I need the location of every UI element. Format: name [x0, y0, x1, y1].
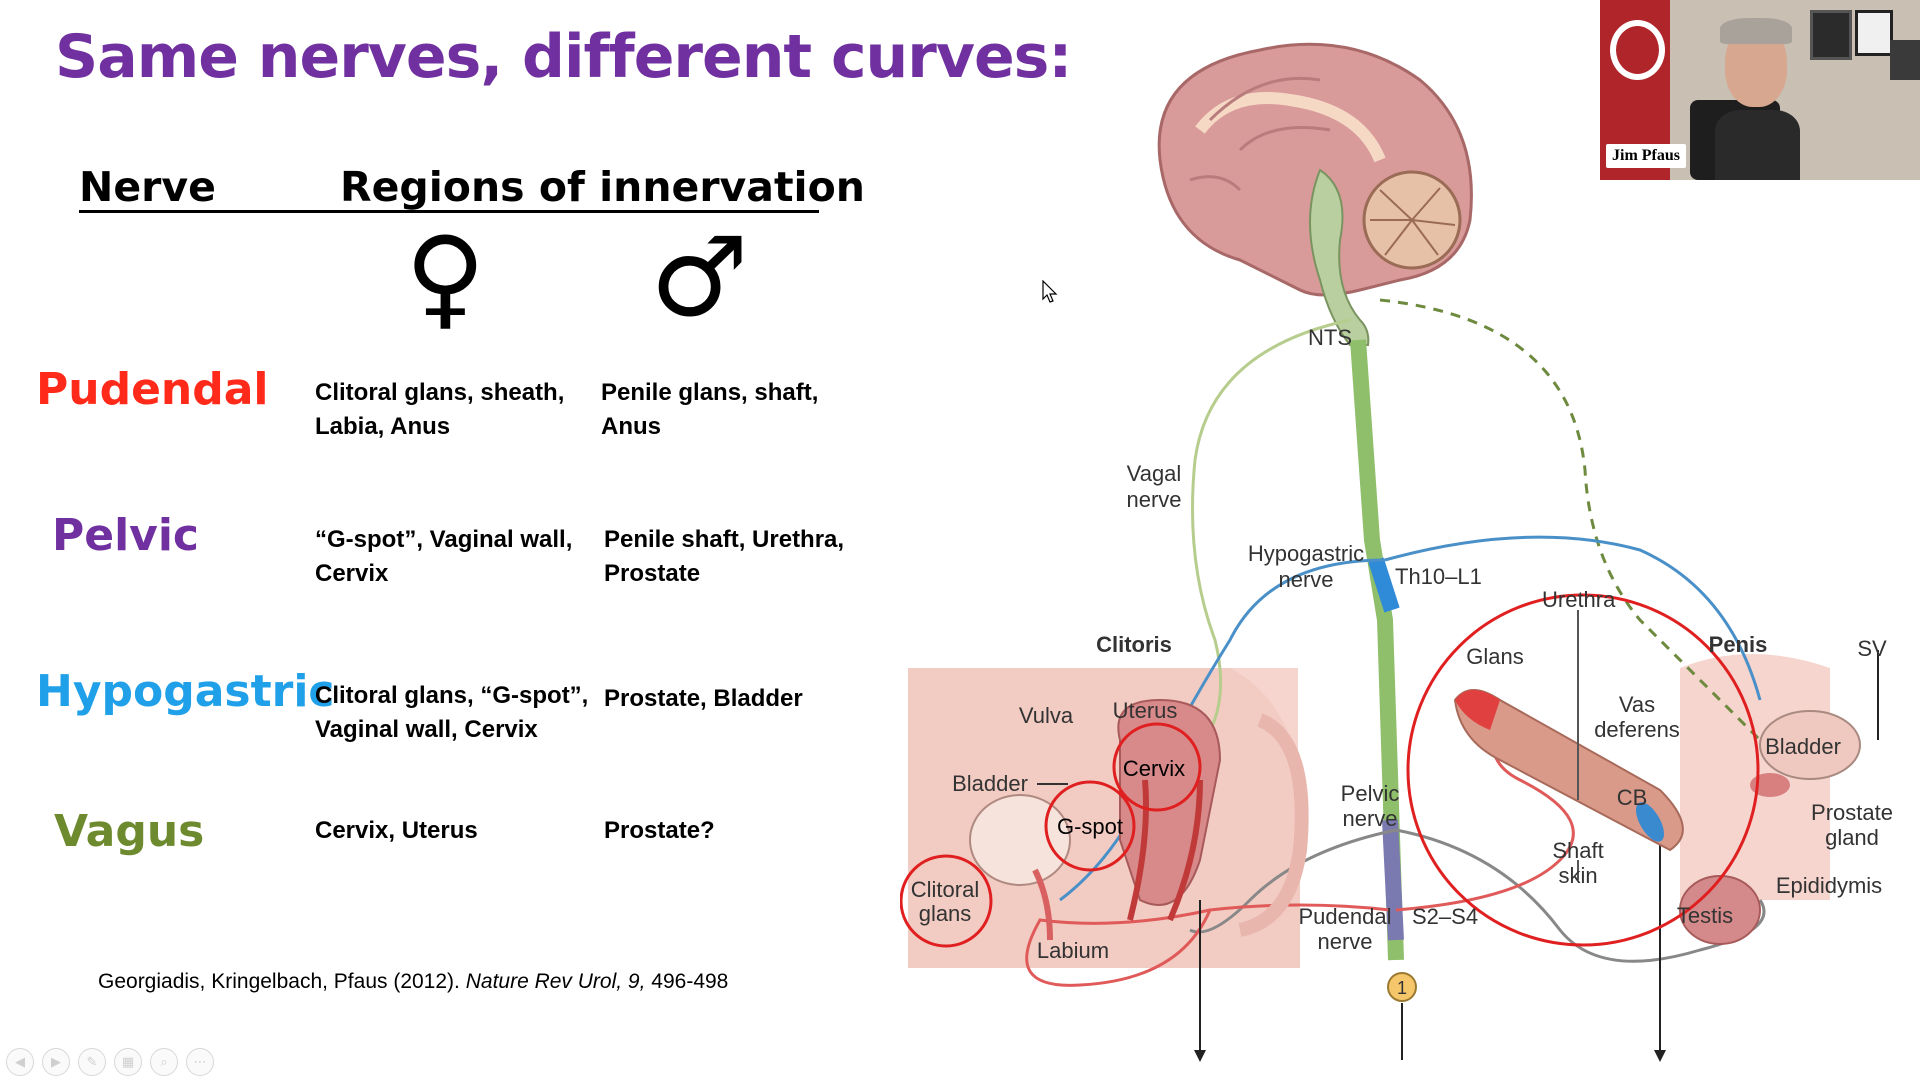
wall-frame-1: [1810, 10, 1852, 60]
pen-icon[interactable]: ✎: [78, 1048, 106, 1076]
label-penis: Penis: [1709, 632, 1768, 657]
label-clitoral-2: glans: [919, 901, 972, 926]
citation-authors: Georgiadis, Kringelbach, Pfaus (2012).: [98, 970, 466, 993]
hypogastric-male-regions: Prostate, Bladder: [604, 685, 803, 712]
nerve-hypogastric: Hypogastric: [36, 666, 335, 717]
nerve-vagus: Vagus: [54, 806, 205, 857]
person-shirt: [1715, 110, 1800, 180]
label-pelvic-2: nerve: [1342, 806, 1397, 831]
pelvic-female-regions: “G-spot”, Vaginal wall, Cervix: [315, 526, 573, 587]
pelvic-male-regions: Penile shaft, Urethra, Prostate: [604, 526, 845, 587]
hypogastric-female-regions: Clitoral glans, “G-spot”, Vaginal wall, …: [315, 682, 589, 743]
label-hypogastric-2: nerve: [1278, 567, 1333, 592]
label-bladder-male: Bladder: [1765, 734, 1841, 759]
person-hair: [1720, 18, 1792, 44]
label-vas-2: deferens: [1594, 717, 1680, 742]
label-sv: SV: [1857, 636, 1887, 661]
label-cervix: Cervix: [1123, 756, 1185, 781]
female-bladder: [969, 794, 1071, 886]
marker-1-label: 1: [1397, 978, 1407, 998]
header-regions: Regions of innervation: [340, 163, 865, 211]
highlight-penis: [1406, 593, 1760, 947]
label-s2-s4: S2–S4: [1412, 904, 1478, 929]
slides-icon[interactable]: ▦: [114, 1048, 142, 1076]
highlight-cervix: [1112, 722, 1202, 812]
highlight-gspot: [1044, 780, 1136, 872]
cb-band: [1636, 802, 1664, 842]
label-nts: NTS: [1308, 325, 1352, 350]
marker-1: [1387, 972, 1417, 1002]
next-icon[interactable]: ▶: [42, 1048, 70, 1076]
female-symbol-icon: ♀: [405, 213, 486, 341]
male-bladder: [1759, 710, 1861, 780]
vagal-dashed-path: [1379, 298, 1782, 762]
participant-name: Jim Pfaus: [1606, 144, 1686, 168]
label-pelvic-1: Pelvic: [1341, 781, 1400, 806]
label-shaft-1: Shaft: [1552, 838, 1603, 863]
label-labium: Labium: [1037, 938, 1109, 963]
citation-pages: 496-498: [645, 970, 729, 993]
label-vagal-2: nerve: [1126, 487, 1181, 512]
label-epididymis: Epididymis: [1776, 873, 1882, 898]
label-pudendal-1: Pudendal: [1299, 904, 1392, 929]
label-prostate-1: Prostate: [1811, 800, 1893, 825]
label-th10-l1: Th10–L1: [1395, 564, 1482, 589]
mouse-cursor-icon: [1042, 280, 1058, 303]
pudendal-female-regions: Clitoral glans, sheath, Labia, Anus: [315, 379, 565, 440]
logo-graphic: [1610, 20, 1665, 80]
pudendal-path-male: [1395, 719, 1575, 912]
label-glans: Glans: [1466, 644, 1523, 669]
testis: [1679, 875, 1761, 945]
female-anatomy: [969, 698, 1309, 941]
wall-frame-2: [1855, 10, 1893, 56]
male-symbol-icon: ♂: [650, 213, 749, 341]
label-urethra: Urethra: [1542, 587, 1616, 612]
vagus-male-regions: Prostate?: [604, 817, 715, 844]
label-hypogastric-1: Hypogastric: [1248, 541, 1364, 566]
label-vulva: Vulva: [1019, 703, 1074, 728]
more-icon[interactable]: ⋯: [186, 1048, 214, 1076]
label-gspot: G-spot: [1057, 814, 1123, 839]
nerve-pelvic: Pelvic: [52, 510, 200, 561]
label-clitoral-1: Clitoral: [911, 877, 979, 902]
webcam-video-tile[interactable]: Jim Pfaus: [1600, 0, 1920, 180]
vagus-female-regions: Cervix, Uterus: [315, 817, 478, 844]
slide-title: Same nerves, different curves:: [55, 22, 1072, 92]
brainstem: [1309, 168, 1370, 346]
header-underline: [79, 210, 819, 213]
brain: [1157, 42, 1473, 346]
nerve-anatomy-diagram: 1: [900, 42, 1893, 1062]
label-vagal-1: Vagal: [1127, 461, 1182, 486]
hypogastric-path-male: [1384, 535, 1762, 701]
label-uterus: Uterus: [1113, 698, 1178, 723]
label-shaft-2: skin: [1558, 863, 1597, 888]
label-testis: Testis: [1677, 903, 1733, 928]
zoom-icon[interactable]: ⌕: [150, 1048, 178, 1076]
label-clitoris: Clitoris: [1096, 632, 1172, 657]
label-vas-1: Vas: [1619, 692, 1655, 717]
label-pudendal-2: nerve: [1317, 929, 1372, 954]
citation: Georgiadis, Kringelbach, Pfaus (2012). N…: [98, 970, 728, 994]
label-bladder-female: Bladder: [952, 771, 1028, 796]
prev-icon[interactable]: ◀: [6, 1048, 34, 1076]
male-anatomy: [1453, 610, 1879, 945]
nerve-pudendal: Pudendal: [36, 364, 269, 415]
slideshow-toolbar: ◀ ▶ ✎ ▦ ⌕ ⋯: [6, 1048, 214, 1076]
highlight-clitoral-glans: [900, 854, 993, 948]
label-cb: CB: [1617, 785, 1648, 810]
wall-frame-3: [1890, 40, 1920, 80]
citation-journal: Nature Rev Urol, 9,: [465, 970, 646, 993]
pudendal-male-regions: Penile glans, shaft, Anus: [601, 379, 819, 440]
label-prostate-2: gland: [1825, 825, 1879, 850]
header-nerve: Nerve: [79, 163, 216, 211]
